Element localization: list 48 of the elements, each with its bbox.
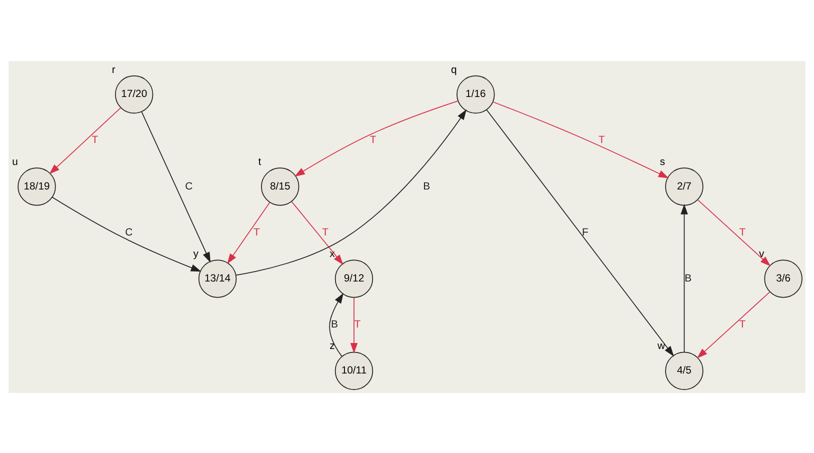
arrow: [698, 199, 771, 266]
edge-label: C: [185, 180, 193, 192]
edge-label: B: [423, 180, 430, 192]
node-label: w: [657, 340, 665, 352]
node-label: r: [112, 64, 116, 76]
arrow: [227, 201, 270, 264]
edge-label: T: [739, 318, 746, 330]
node-circle: 2/7: [665, 166, 704, 206]
edge-label: T: [739, 226, 746, 238]
edge-label: T: [322, 226, 328, 238]
arrow: [294, 100, 458, 176]
arrow: [486, 108, 674, 356]
node-circle: 17/20: [114, 74, 154, 114]
arrow: [329, 292, 344, 356]
node-label: q: [451, 64, 457, 76]
node-circle: 10/11: [334, 351, 374, 390]
node-label: z: [330, 340, 335, 352]
arrow: [350, 296, 358, 353]
arrow: [49, 106, 121, 174]
edge-label: B: [684, 272, 692, 284]
arrow: [52, 196, 202, 272]
edge-label: T: [354, 318, 361, 330]
arrow: [696, 291, 770, 358]
arrow: [492, 100, 669, 178]
node-circle: 13/14: [198, 259, 237, 298]
node-label: s: [660, 156, 666, 168]
node-circle: 3/6: [764, 259, 802, 298]
node-label: t: [258, 156, 262, 168]
node-circle: 4/5: [665, 351, 704, 390]
arrow: [141, 110, 211, 262]
arrow: [236, 108, 467, 276]
edge-label: F: [582, 226, 588, 238]
node-circle: 9/12: [334, 259, 374, 298]
node-label: u: [12, 156, 18, 168]
node-label: x: [330, 248, 335, 260]
node-label: v: [758, 248, 764, 260]
node-circle: 18/19: [18, 166, 56, 206]
edge-label: T: [598, 134, 605, 146]
edge-label: T: [253, 226, 260, 238]
edge-label: T: [370, 134, 376, 146]
arrow: [680, 203, 688, 352]
node-label: y: [193, 248, 198, 260]
arrow: [291, 200, 344, 264]
node-circle: 8/15: [261, 166, 300, 206]
edge-label: C: [125, 226, 133, 238]
node-circle: 1/16: [456, 74, 495, 114]
edge-label: T: [92, 134, 98, 146]
edge-label: B: [330, 318, 338, 330]
